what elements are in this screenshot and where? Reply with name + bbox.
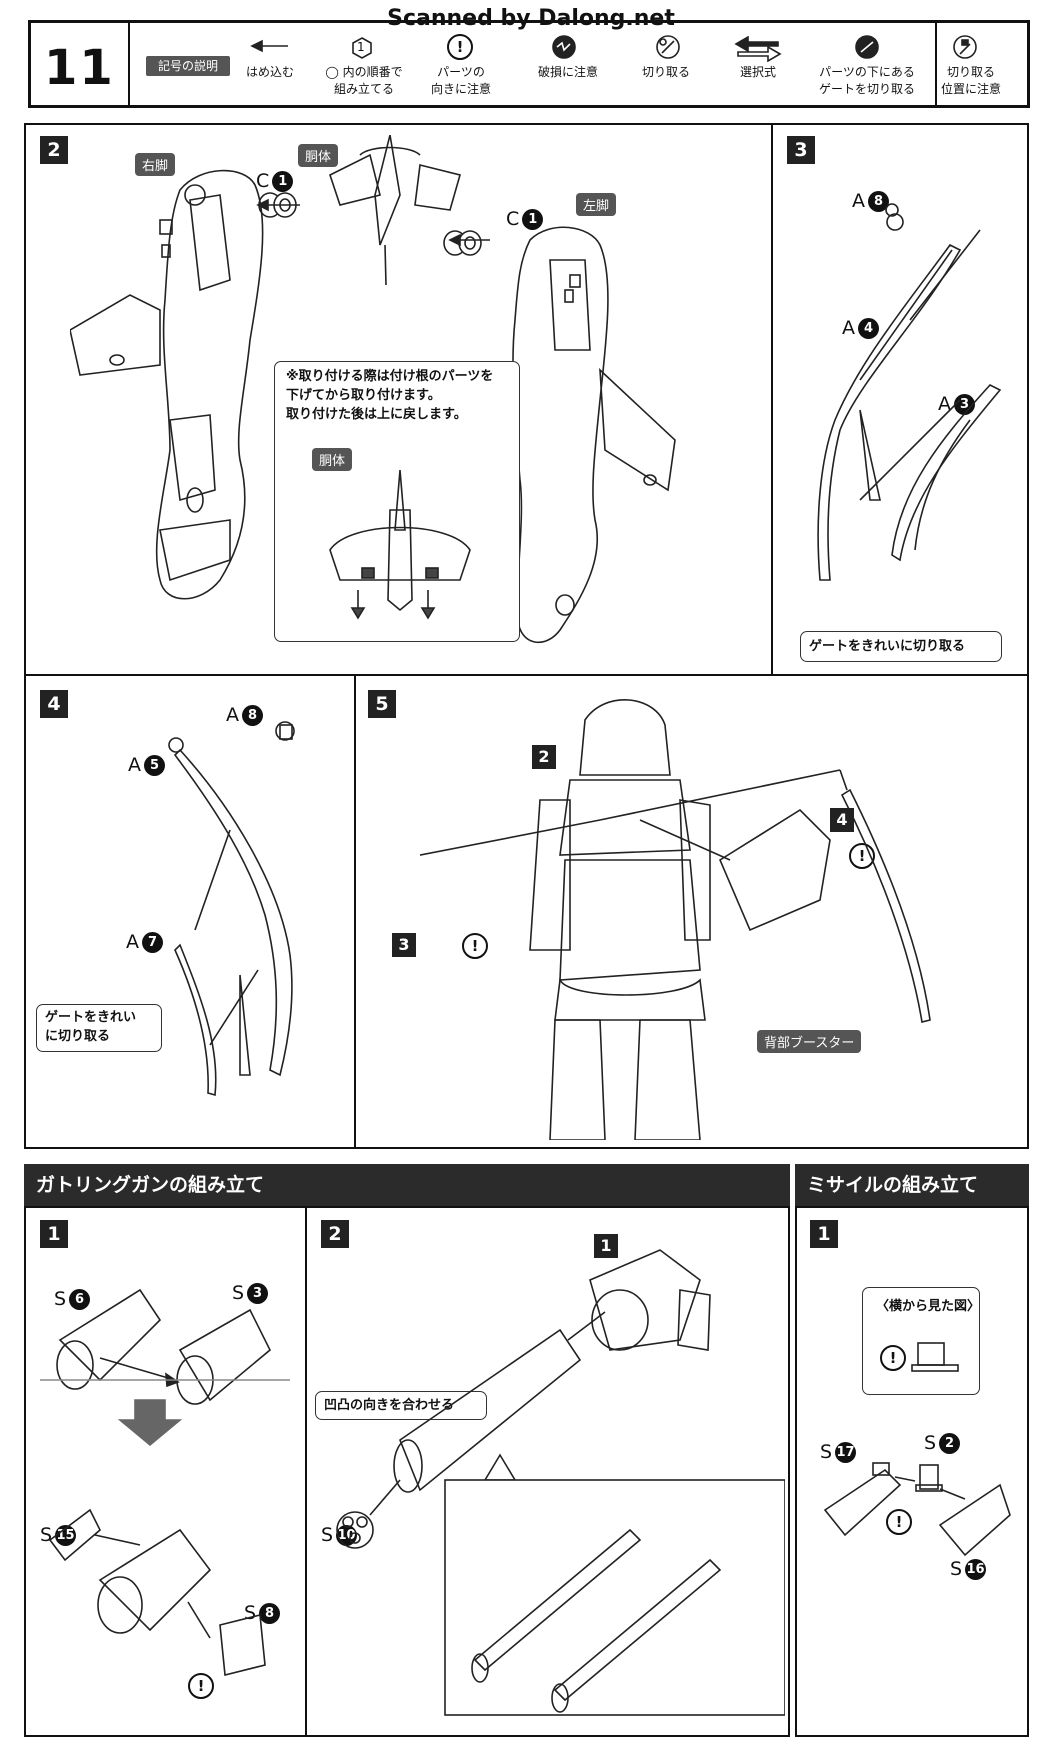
caution-icon: ! [462, 933, 488, 959]
legend-label-insert: はめ込む [245, 65, 294, 79]
ref-step-1: 1 [594, 1234, 618, 1258]
part-side-view-illustration [911, 1342, 959, 1372]
legend-label-breakage: 破損に注意 [537, 65, 598, 79]
legend-label-cut: 切り取る [641, 65, 690, 79]
caution-icon: ! [447, 34, 473, 60]
legend-label-order: ◯ 内の順番で 組み立てる [325, 65, 403, 96]
step-number: 1 [40, 1220, 68, 1248]
gatling-barrel-parts-illustration [40, 1288, 290, 1677]
caution-icon: ! [880, 1345, 906, 1371]
ref-step-3: 3 [392, 933, 416, 957]
ref-step-2: 2 [532, 745, 556, 769]
step-number: 4 [40, 690, 68, 718]
figure-assembly-illustration [420, 699, 931, 1140]
back-booster-label: 背部ブースター [757, 1030, 862, 1053]
ref-step-4: 4 [830, 808, 854, 832]
header-divider [128, 22, 130, 106]
gatling-section-title: ガトリングガンの組み立て [24, 1164, 790, 1206]
side-view-box [862, 1287, 980, 1395]
cut-position-icon [953, 35, 977, 59]
missile-assembly-illustration [823, 1462, 1011, 1557]
legend-label-cut-under: パーツの下にある ゲートを切り取る [818, 65, 915, 96]
torso-illustration [329, 135, 461, 285]
step-number: 3 [787, 136, 815, 164]
cut-under-icon [855, 35, 879, 59]
step4-panel [24, 674, 356, 1149]
double-arrow-icon [734, 36, 782, 62]
assembly-arrows [256, 198, 490, 247]
legend-label-cut-position: 切り取る 位置に注意 [940, 65, 1001, 96]
caution-icon: ! [188, 1673, 214, 1699]
tail-part-illustration-2 [168, 721, 295, 1097]
circled-number-icon-text: 1 [357, 40, 365, 54]
gate-cut-note-2: ゲートをきれい に切り取る [36, 1004, 162, 1052]
torso-detail-illustration [329, 470, 471, 620]
align-note: 凹凸の向きを合わせる [315, 1391, 487, 1420]
right-leg-illustration [70, 169, 264, 600]
breakage-icon [552, 35, 576, 59]
right-leg-label: 右脚 [135, 153, 176, 176]
tail-part-illustration [817, 203, 1002, 581]
page-number: 11 [44, 40, 115, 96]
step-number: 2 [321, 1220, 349, 1248]
circled-number-icon [352, 37, 372, 59]
side-view-label: 〈横から見た図〉 [876, 1299, 981, 1314]
note-torso-label: 胴体 [312, 448, 353, 471]
connector-part-left [443, 230, 482, 256]
legend-badge: 記号の説明 [146, 56, 230, 76]
legend-header [28, 20, 1030, 108]
caution-icon: ! [886, 1509, 912, 1535]
gate-cut-note: ゲートをきれいに切り取る [800, 631, 1002, 662]
step-number: 2 [40, 136, 68, 164]
legend-label-orientation: パーツの 向きに注意 [430, 65, 491, 96]
gatling-assembly-illustration [336, 1249, 785, 1716]
cut-icon [656, 35, 680, 59]
step5-panel [354, 674, 1029, 1149]
arrow-left-icon [250, 39, 288, 53]
watermark-text: Scanned by Dalong.net [387, 6, 675, 31]
step-number: 1 [810, 1220, 838, 1248]
step-number: 5 [368, 690, 396, 718]
attach-note-text: ※取り付ける際は付け根のパーツを 下げてから取り付けます。 取り付けた後は上に戻… [286, 369, 494, 422]
left-leg-illustration [512, 226, 676, 644]
header-divider [935, 22, 937, 106]
torso-label: 胴体 [298, 144, 339, 167]
legend-label-select: 選択式 [739, 65, 776, 79]
left-leg-label: 左脚 [576, 193, 617, 216]
missile-section-title: ミサイルの組み立て [795, 1164, 1029, 1206]
